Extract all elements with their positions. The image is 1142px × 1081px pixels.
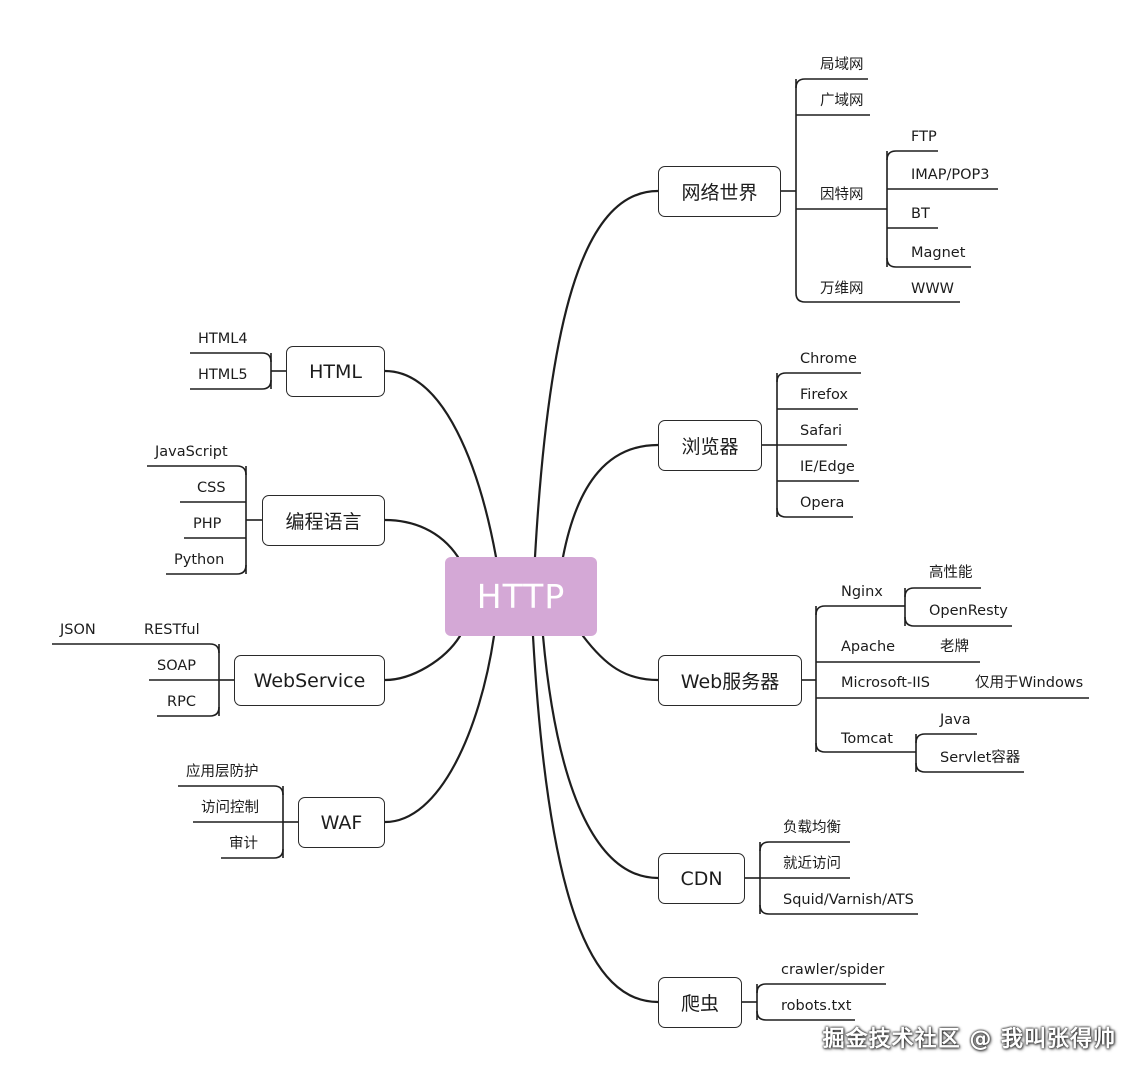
leaf-load-balancing: 负载均衡	[783, 820, 841, 836]
link-root-crawler	[531, 634, 660, 1004]
leaf-bt: BT	[911, 206, 930, 222]
leaf-audit: 审计	[229, 836, 258, 852]
leaf-python: Python	[174, 552, 225, 568]
leaf-lan: 局域网	[820, 57, 864, 73]
link-root-network	[533, 189, 660, 559]
leaf-robots-txt: robots.txt	[781, 998, 852, 1014]
leaf-crawler-spider: crawler/spider	[781, 962, 885, 978]
leaf-app-layer-protection: 应用层防护	[186, 764, 259, 780]
leaf-javascript: JavaScript	[155, 444, 228, 460]
leaf-squid-varnish-ats: Squid/Varnish/ATS	[783, 892, 914, 908]
leaf-nginx: Nginx	[841, 584, 883, 600]
leaf-high-performance: 高性能	[929, 565, 973, 581]
node-waf[interactable]: WAF	[298, 797, 385, 848]
leaf-apache: Apache	[841, 639, 896, 655]
leaf-restful: RESTful	[144, 622, 200, 638]
node-browser[interactable]: 浏览器	[658, 420, 762, 471]
leaf-html5: HTML5	[198, 367, 248, 383]
leaf-veteran: 老牌	[940, 639, 969, 655]
leaf-firefox: Firefox	[800, 387, 848, 403]
node-webservice[interactable]: WebService	[234, 655, 385, 706]
node-programming-language[interactable]: 编程语言	[262, 495, 385, 546]
leaf-ftp: FTP	[911, 129, 937, 145]
leaf-openresty: OpenResty	[929, 603, 1008, 619]
leaf-wan: 广域网	[820, 93, 864, 109]
leaf-world-wide-web: 万维网	[820, 281, 864, 297]
leaf-java: Java	[940, 712, 971, 728]
leaf-chrome: Chrome	[800, 351, 857, 367]
leaf-nearby-access: 就近访问	[783, 856, 841, 872]
leaf-windows-only: 仅用于Windows	[975, 675, 1084, 691]
leaf-servlet-container: Servlet容器	[940, 750, 1021, 766]
link-root-browser	[561, 443, 660, 559]
leaf-rpc: RPC	[167, 694, 196, 710]
leaf-access-control: 访问控制	[201, 800, 259, 816]
node-network-world[interactable]: 网络世界	[658, 166, 781, 217]
link-root-lang	[383, 518, 460, 559]
node-crawler[interactable]: 爬虫	[658, 977, 742, 1028]
leaf-ie-edge: IE/Edge	[800, 459, 855, 475]
leaf-internet: 因特网	[820, 187, 864, 203]
link-root-waf	[383, 634, 496, 824]
leaf-opera: Opera	[800, 495, 845, 511]
node-web-server[interactable]: Web服务器	[658, 655, 802, 706]
leaf-php: PHP	[193, 516, 222, 532]
link-root-html	[383, 369, 498, 559]
node-html[interactable]: HTML	[286, 346, 385, 397]
leaf-soap: SOAP	[157, 658, 197, 674]
root-node[interactable]: HTTP	[445, 557, 597, 636]
link-root-webserver	[581, 634, 660, 682]
leaf-magnet: Magnet	[911, 245, 966, 261]
link-root-cdn	[541, 634, 660, 880]
leaf-json: JSON	[60, 622, 96, 638]
leaf-imap-pop3: IMAP/POP3	[911, 167, 990, 183]
leaf-html4: HTML4	[198, 331, 248, 347]
link-root-webservice	[383, 634, 462, 682]
leaf-tomcat: Tomcat	[841, 731, 893, 747]
node-cdn[interactable]: CDN	[658, 853, 745, 904]
leaf-microsoft-iis: Microsoft-IIS	[841, 675, 930, 691]
leaf-www: WWW	[911, 281, 955, 297]
leaf-safari: Safari	[800, 423, 843, 439]
watermark: 掘金技术社区 @ 我叫张得帅	[822, 1027, 1116, 1052]
leaf-css: CSS	[197, 480, 226, 496]
